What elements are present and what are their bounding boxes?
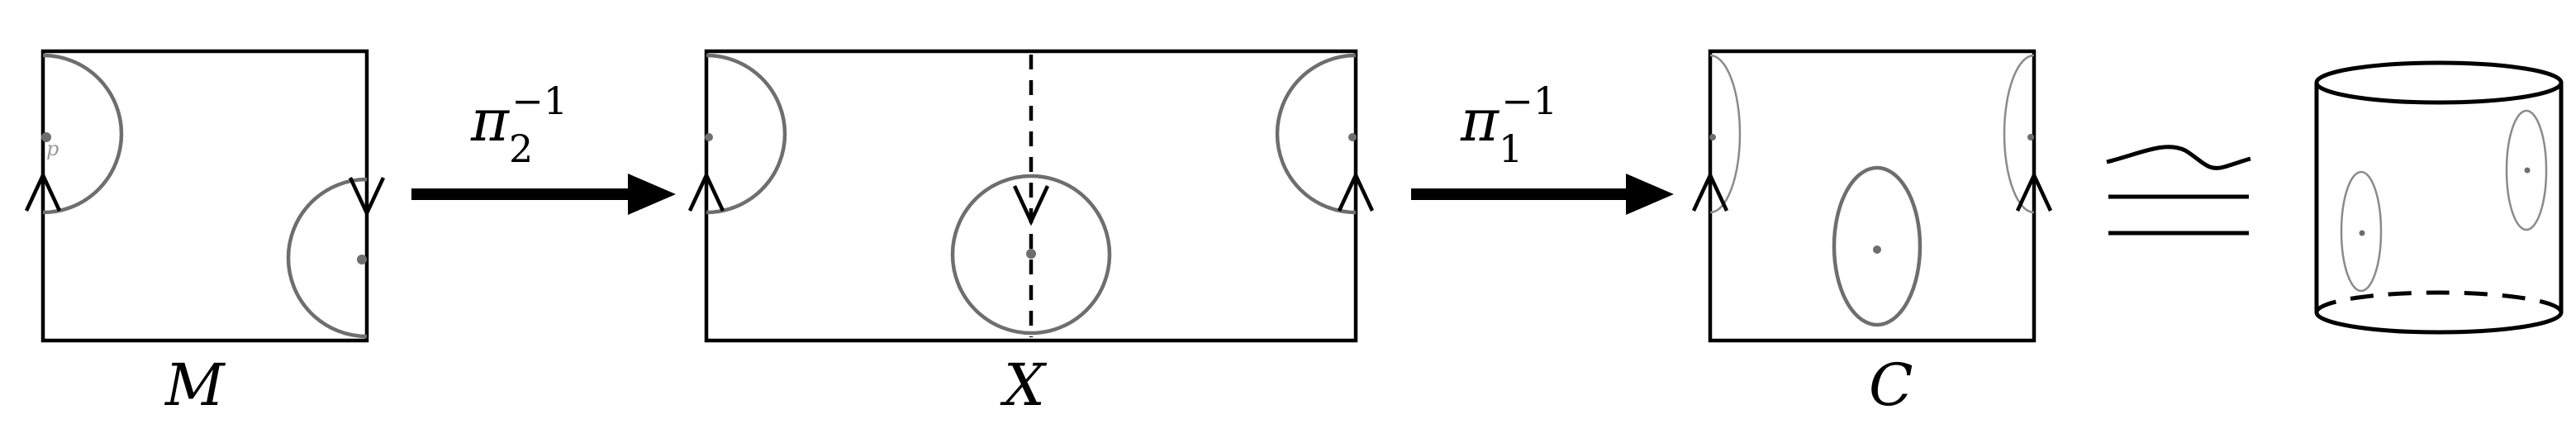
panel-m: p M [24, 49, 386, 419]
half-disk-left-x [706, 53, 787, 215]
map-arrow-pi2-inverse: π2−1 [411, 79, 676, 215]
label-c: C [1869, 351, 1913, 419]
cylinder-bottom-back [2314, 290, 2564, 313]
label-x: X [1000, 351, 1048, 419]
half-disk-right-x [1275, 53, 1357, 215]
arrow-head-1 [628, 174, 676, 215]
map-label-pi1-inverse: π1−1 [1460, 79, 1557, 171]
cylinder-top-ellipse [2314, 60, 2564, 105]
cylinder-bottom-front [2314, 312, 2564, 335]
point-right-m [357, 255, 367, 264]
square-m [40, 49, 369, 343]
arrow-shaft-2 [1411, 188, 1629, 200]
panel-x: X [687, 49, 1375, 419]
label-m: M [164, 351, 226, 419]
edge-arrow-up-right-c [2015, 170, 2053, 212]
arrow-shaft-1 [411, 188, 631, 200]
edge-arrow-down-right-m [348, 177, 386, 218]
cylinder-hole-right-point [2524, 167, 2531, 174]
panel-c: C [1691, 49, 2053, 419]
arrow-head-2 [1626, 174, 1674, 215]
edge-arrow-up-right-x [1337, 170, 1375, 212]
point-p [41, 132, 51, 142]
homeo-tilde [2106, 145, 2251, 170]
point-p-label: p [46, 137, 59, 160]
half-disk-left-m [42, 53, 124, 215]
edge-arrow-up-left-m [24, 170, 62, 212]
point-left-c [1709, 134, 1716, 141]
ellipse-center-c [1832, 165, 1922, 327]
point-center-c [1873, 245, 1881, 254]
point-left-x [705, 133, 713, 141]
rectangle-x [704, 49, 1358, 343]
edge-arrow-up-left-c [1691, 170, 1729, 212]
half-disk-right-m [286, 177, 368, 339]
point-right-x [1348, 133, 1357, 141]
map-arrow-pi1-inverse: π1−1 [1411, 79, 1674, 215]
cylinder-hole-left-point [2359, 230, 2365, 236]
homeomorphism-symbol [2106, 145, 2251, 236]
cylinder [2314, 60, 2564, 335]
edge-arrow-down-center-x [1012, 185, 1050, 226]
map-label-pi2-inverse: π2−1 [470, 79, 568, 171]
cylinder-hole-right [2505, 109, 2548, 231]
point-center-x [1026, 249, 1036, 259]
square-c [1708, 49, 2037, 343]
point-right-c [2027, 134, 2034, 141]
edge-arrow-up-left-x [687, 170, 725, 212]
full-disk-x [950, 174, 1112, 336]
cylinder-hole-left [2340, 170, 2383, 293]
